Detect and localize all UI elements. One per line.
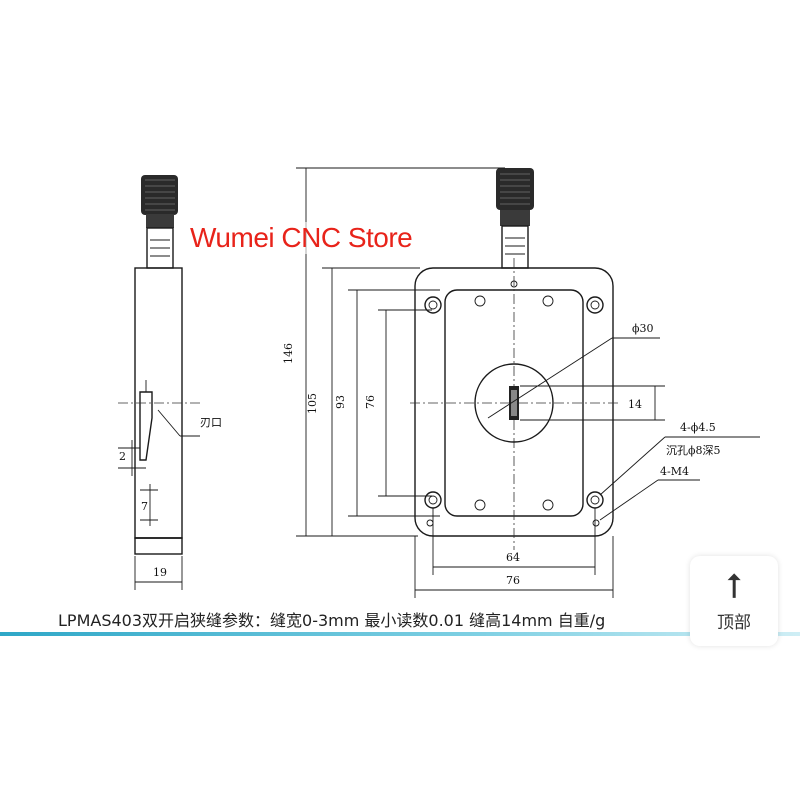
side-micrometer-knob [141, 175, 178, 215]
dim-64: 64 [506, 551, 520, 564]
dim-7: 7 [141, 500, 148, 513]
dim-2: 2 [119, 450, 126, 463]
dim-105: 105 [306, 393, 319, 414]
front-micrometer-sleeve [501, 225, 529, 269]
store-watermark: Wumei CNC Store [188, 222, 415, 254]
front-micrometer-thimble [500, 210, 530, 226]
front-micrometer-knob [496, 168, 534, 210]
front-aperture [474, 363, 554, 443]
back-to-top-label: 顶部 [717, 612, 751, 633]
dim-19: 19 [153, 566, 167, 579]
front-view: ϕ30 14 146 105 93 76 64 76 [282, 167, 760, 598]
edge-label: 刃口 [200, 416, 222, 429]
side-blade [139, 391, 153, 461]
side-flange [134, 537, 183, 555]
product-caption: LPMAS403双开启狭缝参数：缝宽0-3mm 最小读数0.01 缝高14mm … [58, 611, 606, 630]
dim-76-horizontal: 76 [506, 574, 520, 587]
callout-4-phi45: 4-ϕ4.5 [680, 421, 716, 434]
dim-146: 146 [282, 343, 295, 364]
side-view: 刃口 2 7 19 [118, 175, 222, 590]
arrow-up-icon: ⭡ [726, 566, 742, 607]
accent-divider [0, 632, 800, 636]
front-small-holes [426, 280, 600, 527]
dim-14: 14 [628, 398, 642, 411]
side-micrometer-thimble [146, 214, 174, 228]
callout-phi30: ϕ30 [632, 322, 654, 335]
dim-76-vertical: 76 [364, 395, 377, 409]
dim-93: 93 [334, 395, 347, 409]
callout-4-m4: 4-M4 [660, 465, 689, 478]
back-to-top-button[interactable]: ⭡ 顶部 [690, 556, 778, 646]
callout-counterbore: 沉孔ϕ8深5 [666, 444, 721, 457]
